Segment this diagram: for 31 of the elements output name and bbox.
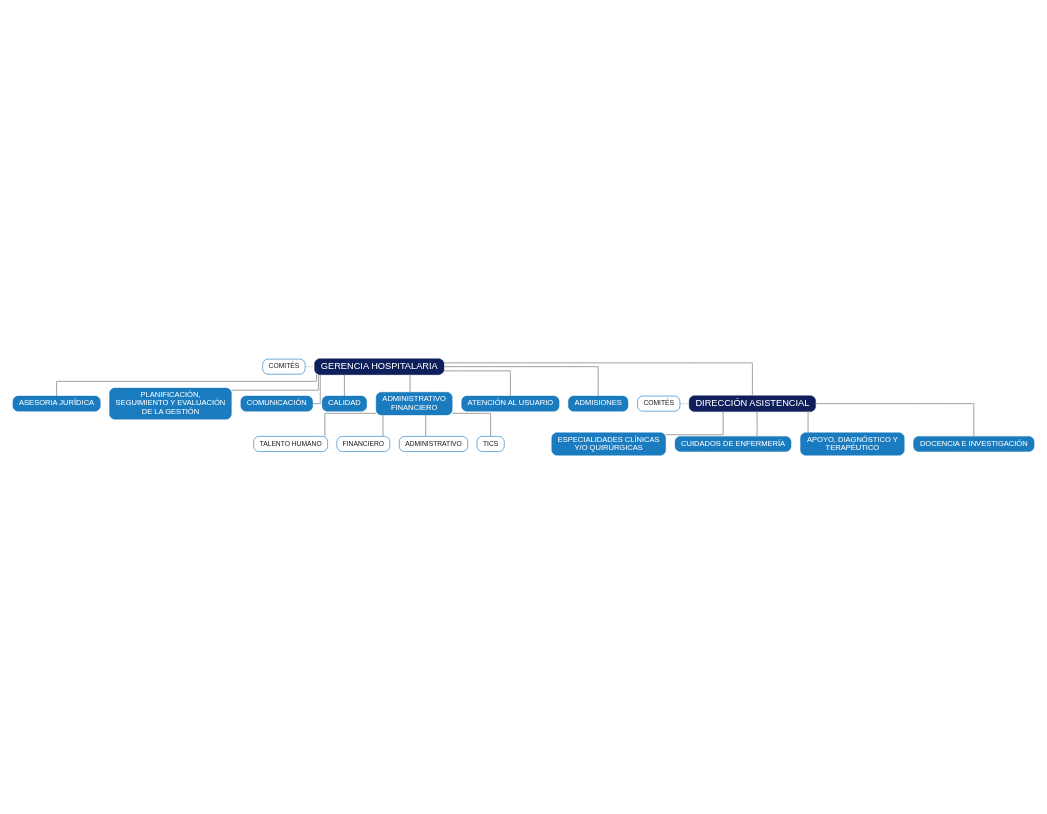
node-box: DOCENCIA E INVESTIGACIÓN xyxy=(913,436,1035,452)
connector xyxy=(312,374,321,405)
connector xyxy=(815,403,975,437)
connector xyxy=(451,412,492,437)
node-box: CUIDADOS DE ENFERMERÍA xyxy=(674,436,792,452)
node-box: APOYO, DIAGNÓSTICO Y TERAPÉUTICO xyxy=(800,432,905,456)
connector xyxy=(382,414,384,437)
connector xyxy=(665,411,724,436)
connector xyxy=(324,412,377,437)
connector xyxy=(409,374,411,393)
connector xyxy=(304,366,315,367)
node-box: ADMINISTRATIVO FINANCIERO xyxy=(375,392,453,416)
node-box: GERENCIA HOSPITALARIA xyxy=(314,358,445,375)
node-box: DIRECCIÓN ASISTENCIAL xyxy=(688,395,816,412)
node-box: CALIDAD xyxy=(321,395,367,412)
connector xyxy=(443,362,753,396)
connector xyxy=(443,370,511,397)
node-box: PLANIFICACIÓN, SEGUIMIENTO Y EVALUACIÓN DE LA GESTIÓN xyxy=(109,387,232,420)
node-box: ADMISIONES xyxy=(568,395,629,412)
connector xyxy=(343,374,345,397)
connector xyxy=(56,374,317,397)
connector xyxy=(443,366,599,397)
node-box: ESPECIALIDADES CLÍNICAS Y/O QUIRÚRGICAS xyxy=(551,432,666,456)
connector xyxy=(679,403,690,404)
node-box: COMUNICACIÓN xyxy=(240,395,313,412)
node-box: ATENCIÓN AL USUARIO xyxy=(461,395,560,412)
node-box: ASESORIA JURÍDICA xyxy=(12,395,101,412)
connector xyxy=(425,414,427,437)
connector xyxy=(807,411,809,434)
connector xyxy=(756,411,758,437)
connector xyxy=(231,374,319,391)
